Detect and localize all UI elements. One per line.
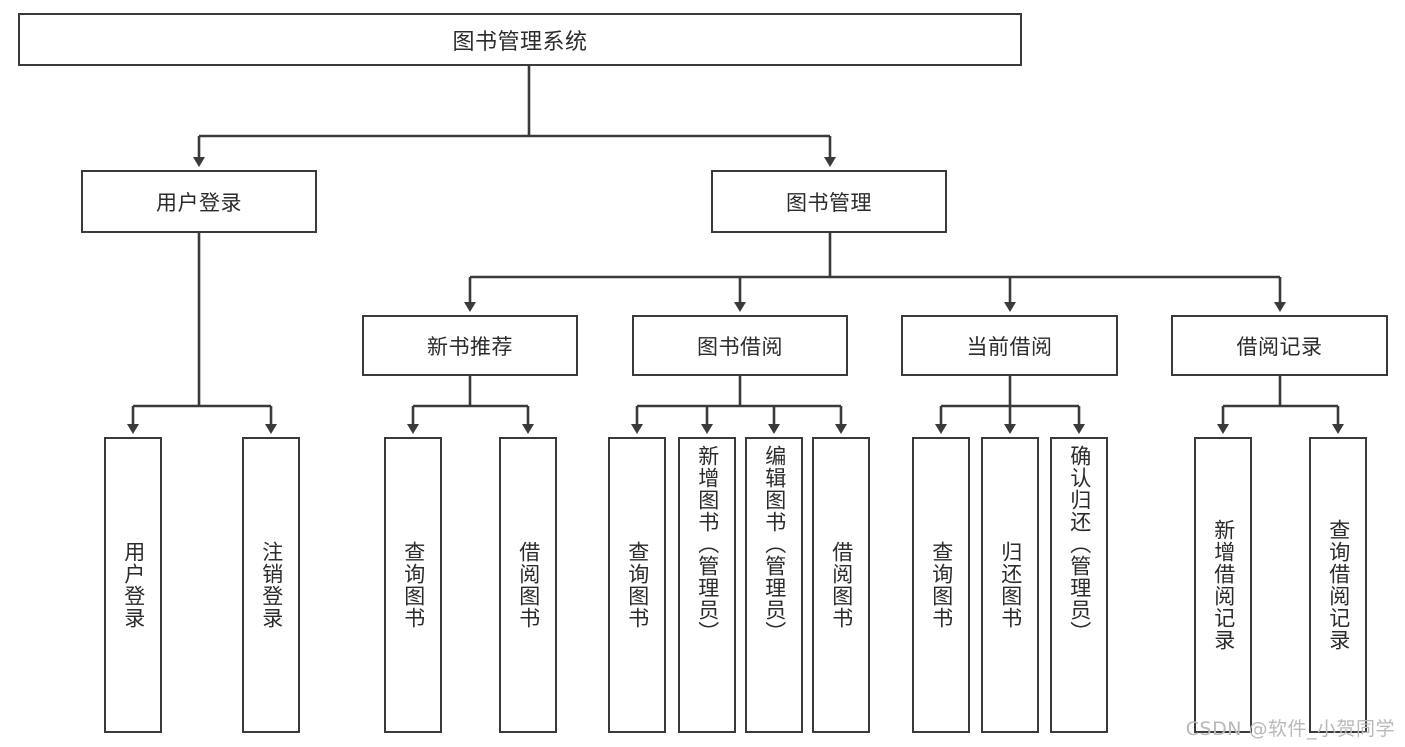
leaf-borrow-borrow-book[interactable]: 借阅图书 <box>812 437 870 733</box>
leaf-label: 查询图书 <box>929 541 954 629</box>
node-label: 图书管理系统 <box>452 29 588 55</box>
leaf-user-login-login[interactable]: 用户登录 <box>104 437 162 733</box>
leaf-label: 查询图书 <box>401 541 426 629</box>
node-book-management[interactable]: 图书管理 <box>711 170 947 233</box>
leaf-record-query-record[interactable]: 查询借阅记录 <box>1309 437 1367 733</box>
node-book-borrow[interactable]: 图书借阅 <box>632 315 848 376</box>
leaf-recommend-query-book[interactable]: 查询图书 <box>384 437 442 733</box>
leaf-borrow-edit-book-admin[interactable]: 编辑图书（管理员） <box>745 437 803 733</box>
leaf-label: 借阅图书 <box>829 541 854 629</box>
leaf-label: 确认归还（管理员） <box>1067 445 1092 643</box>
leaf-borrow-query-book[interactable]: 查询图书 <box>608 437 666 733</box>
node-label: 用户登录 <box>156 190 242 215</box>
leaf-label: 新增借阅记录 <box>1211 519 1236 651</box>
leaf-label: 查询图书 <box>625 541 650 629</box>
leaf-record-add-record[interactable]: 新增借阅记录 <box>1194 437 1252 733</box>
leaf-label: 编辑图书（管理员） <box>762 445 787 643</box>
node-label: 借阅记录 <box>1236 334 1323 359</box>
node-new-book-recommend[interactable]: 新书推荐 <box>362 315 578 376</box>
leaf-recommend-borrow-book[interactable]: 借阅图书 <box>499 437 557 733</box>
node-label: 新书推荐 <box>427 334 513 359</box>
leaf-label: 用户登录 <box>121 541 146 629</box>
leaf-current-query-book[interactable]: 查询图书 <box>912 437 970 733</box>
leaf-label: 注销登录 <box>259 541 284 629</box>
leaf-borrow-add-book-admin[interactable]: 新增图书（管理员） <box>678 437 736 733</box>
leaf-label: 借阅图书 <box>516 541 541 629</box>
node-label: 图书管理 <box>786 190 872 215</box>
leaf-user-login-logout[interactable]: 注销登录 <box>242 437 300 733</box>
leaf-label: 查询借阅记录 <box>1326 519 1351 651</box>
node-borrow-record[interactable]: 借阅记录 <box>1171 315 1388 376</box>
node-label: 当前借阅 <box>966 334 1053 359</box>
node-user-login[interactable]: 用户登录 <box>81 170 317 233</box>
node-label: 图书借阅 <box>697 334 783 359</box>
leaf-current-return-book[interactable]: 归还图书 <box>981 437 1039 733</box>
leaf-current-confirm-return-admin[interactable]: 确认归还（管理员） <box>1050 437 1108 733</box>
watermark: CSDN @软件_小贺同学 <box>1185 718 1395 740</box>
node-root-book-management-system[interactable]: 图书管理系统 <box>18 13 1022 66</box>
node-current-borrow[interactable]: 当前借阅 <box>901 315 1118 376</box>
leaf-label: 新增图书（管理员） <box>695 445 720 643</box>
leaf-label: 归还图书 <box>998 541 1023 629</box>
